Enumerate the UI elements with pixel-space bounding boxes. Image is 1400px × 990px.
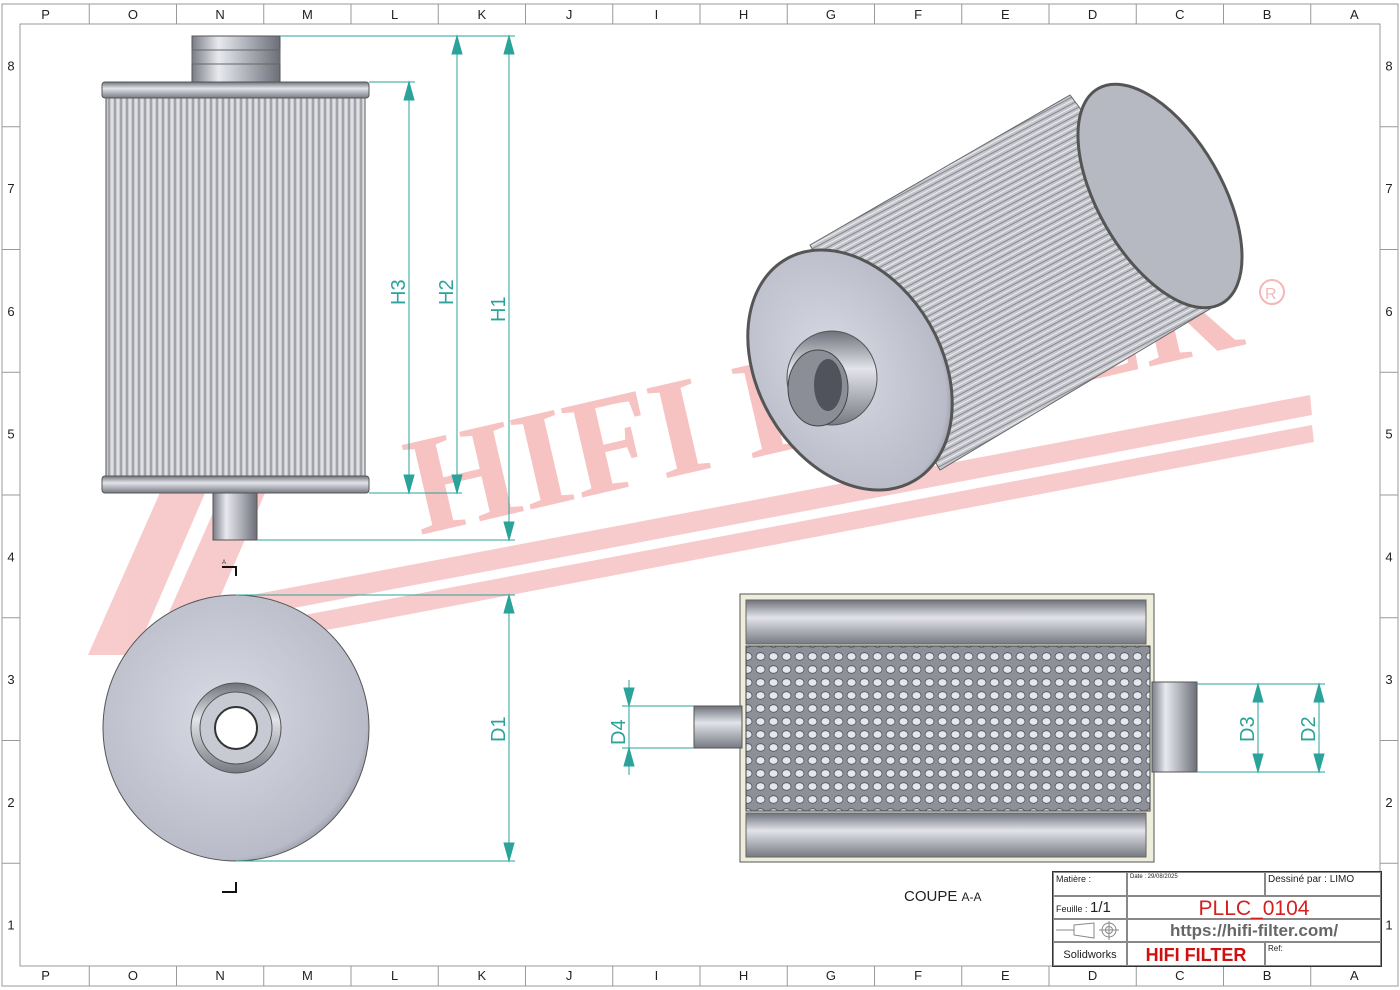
- column-label-top: D: [1088, 7, 1097, 22]
- column-label-bottom: C: [1175, 968, 1184, 983]
- column-label-top: K: [478, 7, 487, 22]
- row-label-left: 4: [7, 549, 14, 564]
- sheet-label: Feuille :: [1056, 904, 1088, 914]
- column-label-top: J: [566, 7, 573, 22]
- dim-d2: D2: [1298, 716, 1320, 742]
- dimension-lines: [236, 34, 1325, 863]
- column-label-bottom: M: [302, 968, 313, 983]
- column-label-bottom: E: [1001, 968, 1010, 983]
- row-label-left: 1: [7, 918, 14, 933]
- column-label-top: A: [1350, 7, 1359, 22]
- row-label-left: 3: [7, 672, 14, 687]
- column-label-top: B: [1263, 7, 1272, 22]
- dim-h2: H2: [436, 279, 458, 305]
- column-label-top: O: [128, 7, 138, 22]
- section-marker-letter: A: [222, 560, 226, 566]
- dim-d4: D4: [608, 719, 630, 745]
- row-label-right: 6: [1385, 304, 1392, 319]
- row-label-right: 4: [1385, 549, 1392, 564]
- column-label-top: G: [826, 7, 836, 22]
- part-code: PLLC_0104: [1127, 896, 1381, 920]
- drawn-by-cell: Dessiné par : LIMO: [1265, 872, 1381, 896]
- drawn-by: Dessiné par : LIMO: [1268, 874, 1355, 885]
- end-view: [102, 594, 370, 862]
- column-label-bottom: N: [215, 968, 224, 983]
- column-label-top: L: [391, 7, 398, 22]
- column-label-bottom: J: [566, 968, 573, 983]
- date: Date : 29/08/2025: [1130, 874, 1178, 880]
- column-label-bottom: L: [391, 968, 398, 983]
- column-label-bottom: A: [1350, 968, 1359, 983]
- column-label-bottom: G: [826, 968, 836, 983]
- dim-d3: D3: [1237, 716, 1259, 742]
- column-label-bottom: B: [1263, 968, 1272, 983]
- column-label-top: H: [739, 7, 748, 22]
- column-label-bottom: H: [739, 968, 748, 983]
- dim-d1: D1: [488, 716, 510, 742]
- row-label-left: 6: [7, 304, 14, 319]
- column-label-top: N: [215, 7, 224, 22]
- row-label-left: 2: [7, 795, 14, 810]
- section-title: COUPE A-A: [904, 888, 982, 905]
- column-label-bottom: P: [41, 968, 50, 983]
- sheet-value: 1/1: [1090, 899, 1111, 916]
- border-grid: P P O O N N M M L L K K J J I I H H G G F F E E D D C C B B A A 8 8 7 7 6 6 5 5…: [2, 4, 1398, 986]
- column-label-bottom: D: [1088, 968, 1097, 983]
- row-label-right: 5: [1385, 427, 1392, 442]
- matiere-cell: Matière :: [1053, 872, 1127, 896]
- projection-symbol-icon: [1056, 921, 1119, 940]
- column-label-top: C: [1175, 7, 1184, 22]
- column-label-top: E: [1001, 7, 1010, 22]
- row-label-left: 8: [7, 58, 14, 73]
- date-cell: Date : 29/08/2025: [1127, 872, 1265, 896]
- row-label-left: 5: [7, 427, 14, 442]
- software: Solidworks: [1053, 942, 1127, 966]
- title-block: Matière : Date : 29/08/2025 Dessiné par …: [1052, 871, 1382, 967]
- front-view: [101, 35, 370, 541]
- projection-symbol-cell: [1053, 919, 1127, 942]
- row-label-right: 7: [1385, 181, 1392, 196]
- dim-h3: H3: [388, 279, 410, 305]
- dim-h1: H1: [488, 296, 510, 322]
- column-label-bottom: O: [128, 968, 138, 983]
- ref-cell: Ref:: [1265, 942, 1381, 966]
- column-label-bottom: F: [914, 968, 922, 983]
- watermark-registered: R: [1265, 286, 1277, 303]
- column-label-bottom: I: [655, 968, 659, 983]
- column-label-top: M: [302, 7, 313, 22]
- isometric-view: [746, 82, 1244, 492]
- column-label-bottom: K: [478, 968, 487, 983]
- row-label-right: 2: [1385, 795, 1392, 810]
- column-label-top: F: [914, 7, 922, 22]
- section-marker-bottom: [222, 882, 237, 893]
- row-label-right: 3: [1385, 672, 1392, 687]
- sheet-cell: Feuille : 1/1: [1053, 896, 1127, 919]
- section-marker-top: [222, 566, 237, 576]
- ref-label: Ref:: [1268, 944, 1283, 953]
- brand-name: HIFI FILTER: [1127, 942, 1265, 966]
- matiere-label: Matière :: [1056, 874, 1092, 884]
- website-link[interactable]: https://hifi-filter.com/: [1127, 919, 1381, 942]
- column-label-top: P: [41, 7, 50, 22]
- section-view: [693, 593, 1198, 863]
- row-label-right: 8: [1385, 58, 1392, 73]
- row-label-right: 1: [1385, 918, 1392, 933]
- column-label-top: I: [655, 7, 659, 22]
- row-label-left: 7: [7, 181, 14, 196]
